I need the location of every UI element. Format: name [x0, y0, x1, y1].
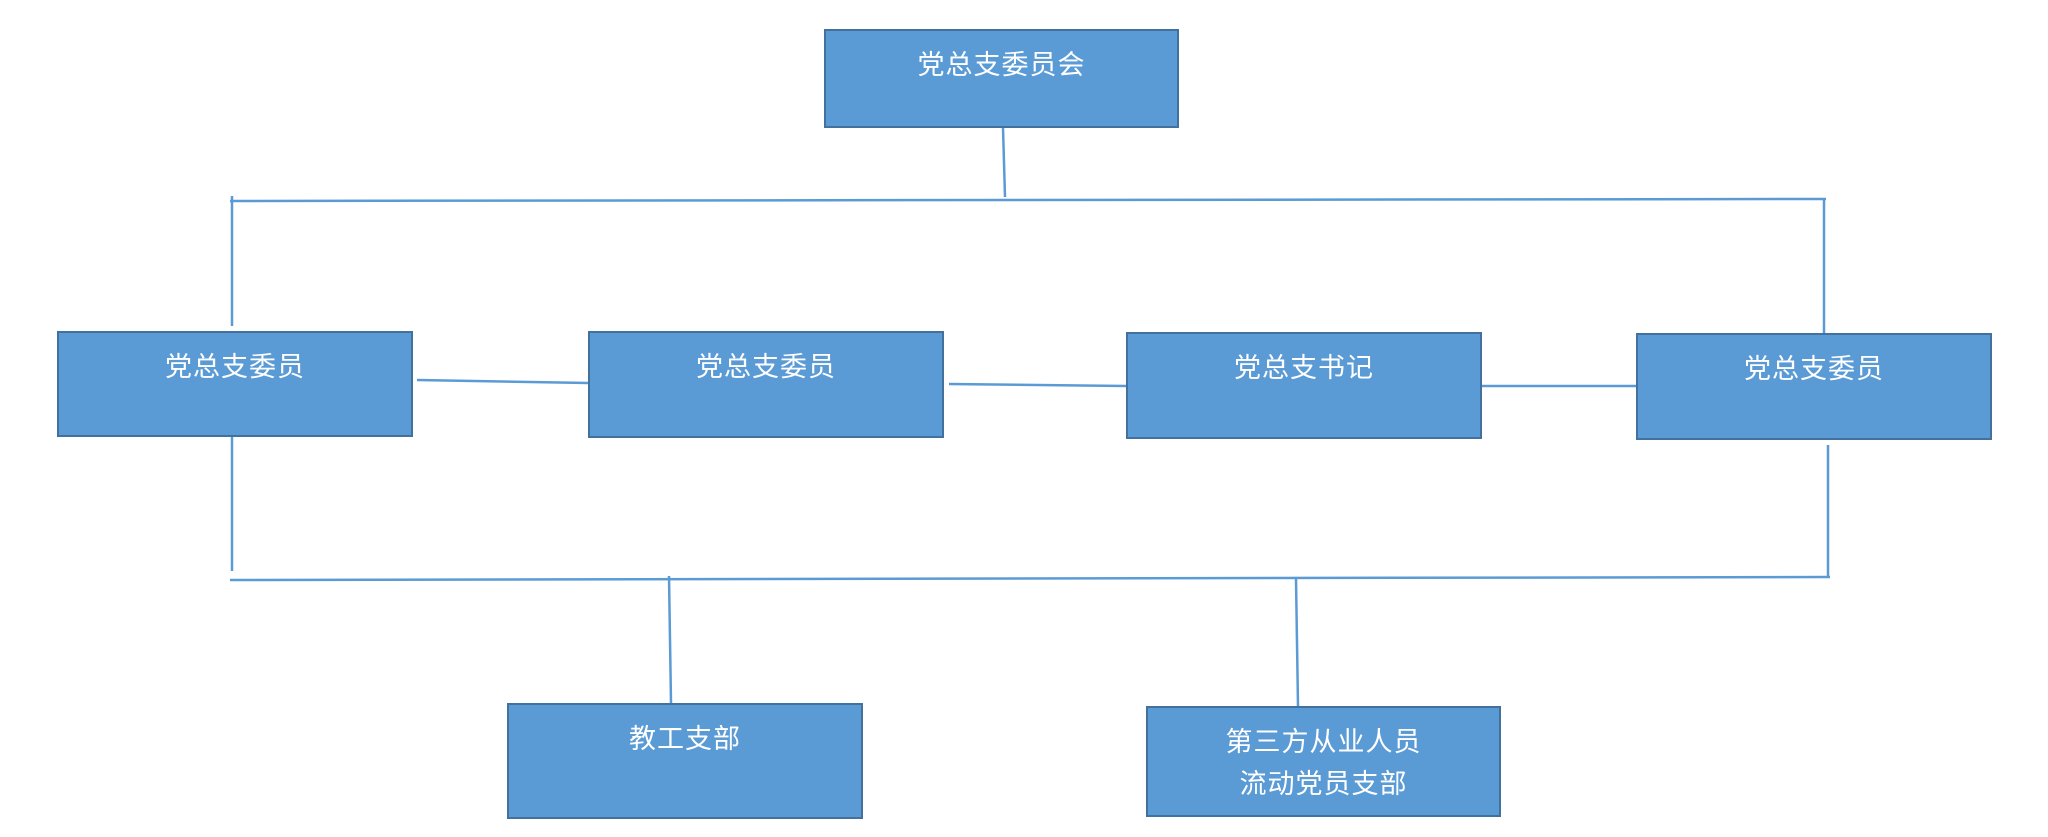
secretary-label: 党总支书记: [1234, 353, 1374, 384]
member-label-2: 党总支委员: [696, 352, 836, 383]
committee-box: 党总支委员会: [824, 29, 1179, 128]
mobile-member-branch-box: 第三方从业人员 流动党员支部: [1146, 706, 1501, 817]
lower-bus-line: [229, 575, 1831, 582]
connector-lower-bus-to-edu: [667, 575, 673, 704]
staff-branch-label: 教工支部: [629, 724, 741, 755]
member-box-2: 党总支委员: [588, 331, 944, 438]
staff-branch-box: 教工支部: [507, 703, 863, 819]
committee-label: 党总支委员会: [917, 50, 1086, 81]
mobile-branch-label-line-2: 流动党员支部: [1239, 769, 1408, 800]
upper-bus-line: [229, 197, 1827, 203]
connector-top-to-upper-bus: [1001, 127, 1007, 198]
member-box-4: 党总支委员: [1636, 333, 1992, 440]
connector-m1-m2: [416, 378, 589, 385]
secretary-box: 党总支书记: [1126, 332, 1482, 439]
mobile-branch-label-line-1: 第三方从业人员: [1225, 727, 1422, 758]
connector-m2-sec: [948, 382, 1127, 388]
member-label-1: 党总支委员: [165, 352, 305, 383]
member-label-4: 党总支委员: [1744, 354, 1884, 385]
member-box-1: 党总支委员: [57, 331, 413, 437]
connector-lower-bus-to-flow: [1294, 578, 1300, 707]
